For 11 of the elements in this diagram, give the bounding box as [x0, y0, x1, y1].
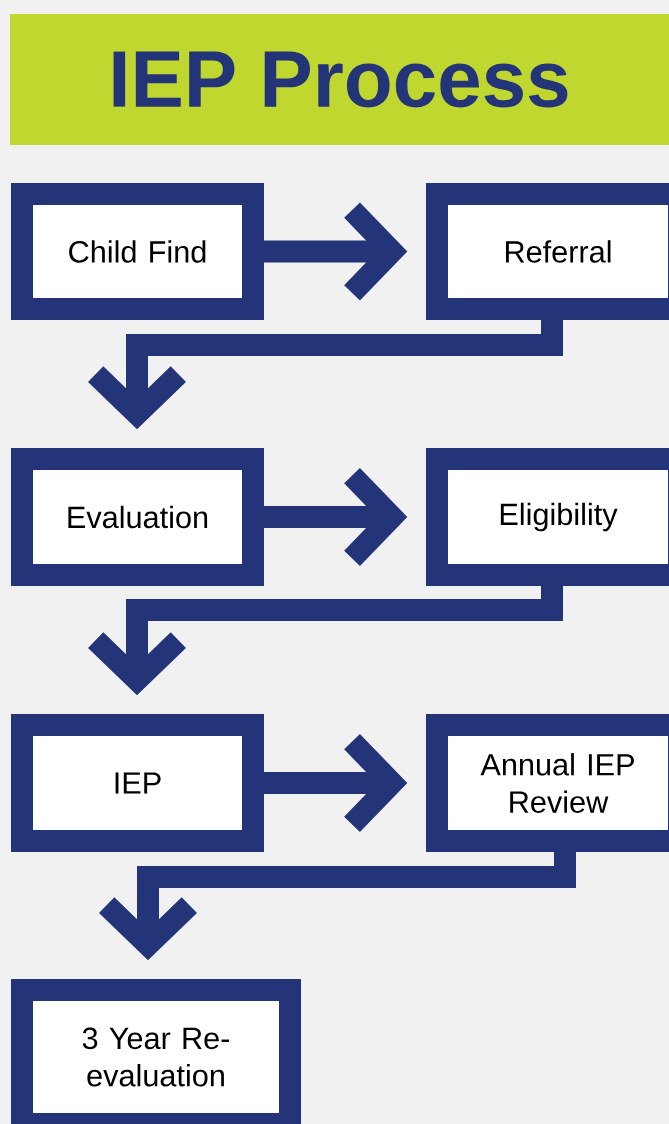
arrow	[88, 320, 563, 430]
process-box: Evaluation	[11, 448, 264, 586]
arrow	[88, 586, 563, 696]
process-box: Referral	[426, 183, 669, 320]
process-box: Eligibility	[426, 448, 669, 586]
process-box: 3 Year Re-evaluation	[11, 979, 301, 1124]
process-box: Child Find	[11, 183, 264, 320]
title-banner: IEP Process	[10, 14, 669, 145]
arrow	[99, 852, 576, 961]
process-box: Annual IEP Review	[426, 714, 669, 852]
process-box: IEP	[11, 714, 264, 852]
